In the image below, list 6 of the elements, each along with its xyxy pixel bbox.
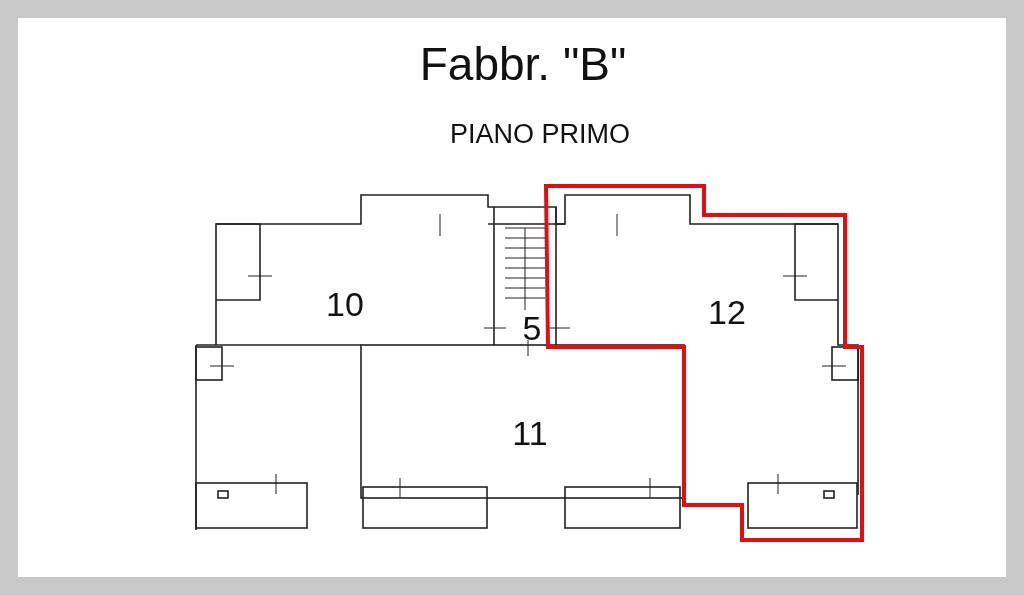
room-number: 5 [522, 311, 542, 345]
room-number: 12 [708, 295, 746, 329]
room-number: 11 [512, 416, 548, 450]
floor-subtitle: PIANO PRIMO [450, 120, 630, 148]
plan-title: Fabbr. "B" [419, 41, 627, 87]
room-number: 10 [326, 287, 364, 321]
